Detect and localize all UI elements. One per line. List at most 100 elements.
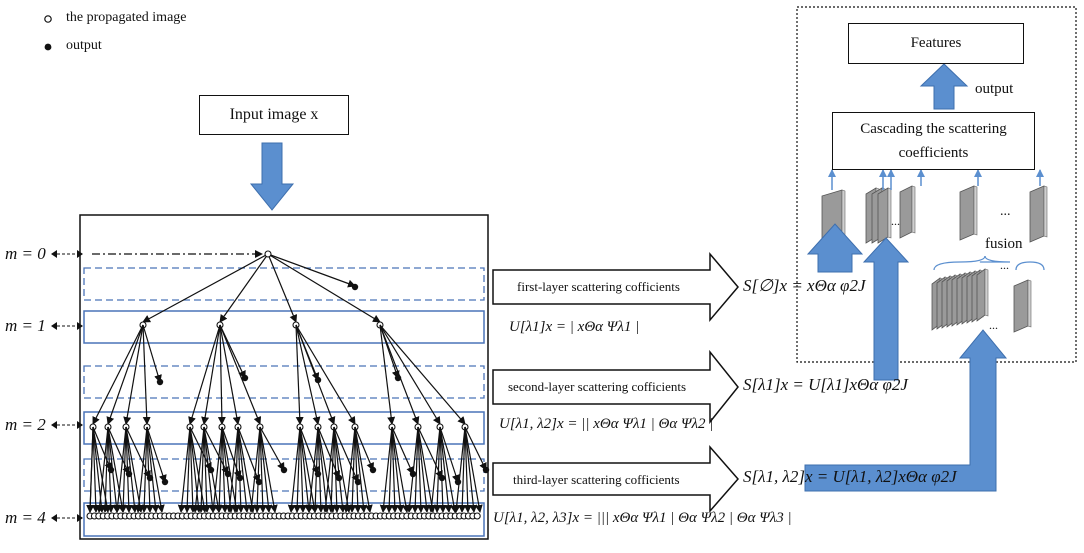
output-label: output — [975, 81, 1014, 97]
tree-edge — [142, 324, 151, 425]
s2-connector — [804, 329, 1008, 492]
tree-edge — [267, 253, 356, 288]
first-layer-arrow — [492, 251, 739, 323]
tree-edge — [354, 426, 368, 513]
cascade-box: Cascading the scattering coefficients — [832, 112, 1035, 170]
fusion-brace-right — [1015, 261, 1045, 271]
tree-edge — [253, 426, 262, 513]
tree-edge — [231, 426, 240, 513]
tree-edge — [316, 426, 325, 513]
tree-edge — [405, 426, 419, 513]
output-node — [394, 374, 402, 382]
tree-edge — [259, 426, 285, 471]
fusion-stack-map — [976, 268, 989, 322]
tree-edge — [391, 426, 414, 475]
tree-edge — [295, 324, 320, 381]
feature-map-face — [959, 185, 975, 241]
tree-edge — [390, 426, 399, 513]
tree-edge — [107, 426, 126, 513]
tree-edge — [191, 426, 205, 513]
legend-open-label: the propagated image — [66, 10, 187, 25]
tree-edge — [189, 426, 208, 513]
s1-formula: S[λ1]x = U[λ1]xΘα φ2J — [743, 375, 908, 394]
feature-map-edge — [984, 268, 989, 317]
tree-edge — [259, 426, 278, 513]
u123-formula: U[λ1, λ2, λ3]x = ||| xΘα Ψλ1 | Θα Ψλ2 | … — [493, 510, 792, 526]
output-node — [255, 478, 263, 486]
tree-edge — [258, 426, 267, 513]
output-node — [161, 478, 169, 486]
tree-edge — [145, 426, 154, 513]
tree-edge — [464, 426, 487, 471]
tree-edge — [188, 324, 221, 425]
feature-map-face — [899, 185, 913, 239]
feature-map-edge — [1043, 185, 1048, 238]
second-layer-arrow — [492, 349, 739, 425]
tree-edge — [439, 426, 453, 513]
fusion-label: fusion — [985, 236, 1023, 252]
propagated-node — [473, 512, 481, 520]
tree-edge — [203, 426, 229, 475]
tree-edge — [125, 426, 144, 513]
tree-edge — [295, 324, 304, 425]
cascade-label: Cascading the scattering coefficients — [860, 121, 1007, 161]
legend-filled-label: output — [66, 38, 102, 53]
tree-edge — [146, 426, 160, 513]
tree-edge — [464, 426, 478, 513]
tree-edge — [219, 324, 241, 425]
feature-map-s2-a — [959, 185, 978, 241]
fusion-single-map — [1013, 279, 1032, 333]
tree-edge — [220, 426, 229, 513]
tree-edge — [203, 426, 217, 513]
tree-frame — [79, 214, 489, 540]
tree-edge — [348, 426, 357, 513]
tree-edge — [317, 426, 331, 513]
tree-edge — [124, 426, 133, 513]
tree-edge — [333, 426, 359, 483]
scattering-tree — [86, 250, 490, 520]
s2-formula: S[λ1, λ2]x = U[λ1, λ2]xΘα φ2J — [743, 467, 957, 486]
m0-label: m = 0 — [5, 244, 46, 263]
tree-edge — [259, 426, 273, 513]
features-box: Features — [848, 23, 1024, 64]
feature-maps — [821, 169, 1048, 333]
tree-edge — [146, 426, 167, 483]
second-layer-arrow-label: second-layer scattering cofficients — [508, 379, 687, 394]
tree-edge — [287, 426, 301, 513]
feature-panel — [796, 6, 1077, 363]
u12-formula: U[λ1, λ2]x = || xΘα Ψλ1 | Θα Ψλ2 | — [499, 416, 714, 432]
tree-edge — [299, 426, 313, 513]
feature-map-s1-c — [877, 187, 892, 244]
tree-edge — [379, 324, 400, 379]
tree-edge — [219, 324, 246, 379]
tree-edge — [379, 324, 466, 425]
tree-edge — [125, 426, 139, 513]
tree-edge — [327, 426, 336, 513]
band-dashed-2 — [83, 365, 485, 399]
tree-edge — [379, 324, 441, 425]
tree-edge — [305, 426, 319, 513]
input-image-label: Input image x — [229, 106, 319, 123]
tree-edge — [438, 426, 447, 513]
legend-filled-circle — [44, 43, 52, 51]
tree-edge — [452, 426, 466, 513]
tree-edge — [202, 426, 211, 513]
tree-edge — [142, 324, 162, 383]
tree-edge — [311, 426, 320, 513]
fusion-brace — [933, 255, 1011, 271]
first-layer-arrow-label: first-layer scattering cofficients — [517, 279, 680, 294]
tree-edge — [299, 426, 318, 513]
m-level-arrowheads — [51, 250, 83, 522]
tree-edge — [463, 426, 472, 513]
ellipsis-stack: ... — [891, 214, 900, 228]
band-dashed-3 — [83, 458, 485, 492]
tree-edge — [142, 253, 269, 323]
tree-edge — [354, 426, 373, 513]
tree-edge — [146, 426, 165, 513]
tree-edge — [299, 426, 320, 475]
legend-open-circle — [44, 15, 52, 23]
band-solid-m2 — [83, 411, 485, 445]
tree-edge — [86, 426, 95, 513]
tree-edge — [464, 426, 483, 513]
